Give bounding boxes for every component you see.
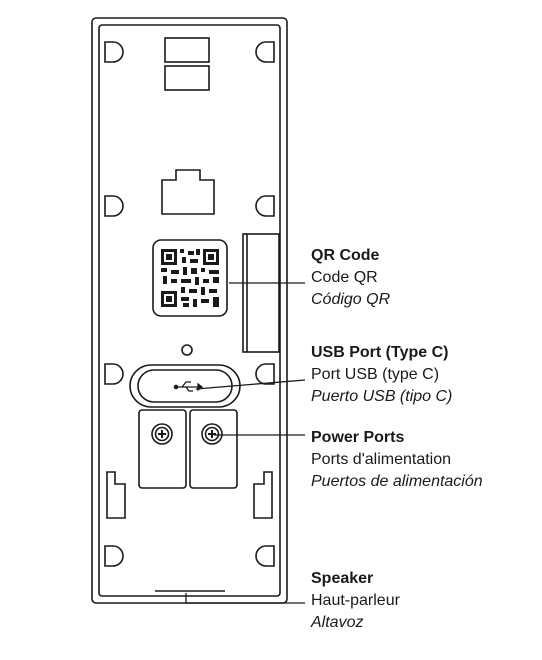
top-slot-lower <box>164 65 210 91</box>
screw-icon <box>151 423 173 445</box>
power-label-en: Power Ports <box>311 429 405 446</box>
power-ports-callout: Power Ports Ports d'alimentation Puertos… <box>311 427 483 493</box>
lower-clip-left <box>106 471 126 519</box>
qr-sticker <box>152 239 228 317</box>
device-outer-frame <box>91 17 288 604</box>
speaker-label-en: Speaker <box>311 570 374 587</box>
speaker-callout: Speaker Haut-parleur Altavoz <box>311 568 400 634</box>
qr-code-icon <box>161 249 219 307</box>
speaker-label-es: Altavoz <box>311 614 364 631</box>
mount-tab-left-1 <box>104 41 124 63</box>
usb-port-callout: USB Port (Type C) Port USB (type C) Puer… <box>311 342 452 408</box>
usb-label-en: USB Port (Type C) <box>311 344 449 361</box>
power-label-fr: Ports d'alimentation <box>311 451 452 468</box>
usb-leader-line <box>195 379 306 390</box>
qr-label-es: Código QR <box>311 291 391 308</box>
usb-port-inner <box>137 369 233 403</box>
device-inner-frame <box>98 24 281 597</box>
speaker-label-fr: Haut-parleur <box>311 592 400 609</box>
mount-tab-left-4 <box>104 545 124 567</box>
usb-icon <box>173 381 204 392</box>
screw-icon <box>154 426 170 442</box>
mount-tab-left-3 <box>104 363 124 385</box>
usb-label-es: Puerto USB (tipo C) <box>311 388 453 405</box>
qr-label-fr: Code QR <box>311 269 378 286</box>
center-bracket <box>161 169 215 215</box>
top-slot-upper <box>164 37 210 63</box>
screw-icon <box>204 426 220 442</box>
lower-clip-right <box>253 471 273 519</box>
mount-tab-right-3 <box>255 363 275 385</box>
power-port-block-left <box>138 409 187 489</box>
mount-tab-left-2 <box>104 195 124 217</box>
mount-tab-right-2 <box>255 195 275 217</box>
mount-tab-right-4 <box>255 545 275 567</box>
indicator-hole <box>181 344 193 356</box>
qr-code-callout: QR Code Code QR Código QR <box>311 245 390 311</box>
power-port-block-right <box>189 409 238 489</box>
usb-label-fr: Port USB (type C) <box>311 366 440 383</box>
screw-icon <box>201 423 223 445</box>
qr-label-en: QR Code <box>311 247 380 264</box>
mount-tab-right-1 <box>255 41 275 63</box>
side-latch <box>242 233 280 353</box>
speaker-leader-line <box>185 593 305 604</box>
power-label-es: Puertos de alimentación <box>311 473 483 490</box>
